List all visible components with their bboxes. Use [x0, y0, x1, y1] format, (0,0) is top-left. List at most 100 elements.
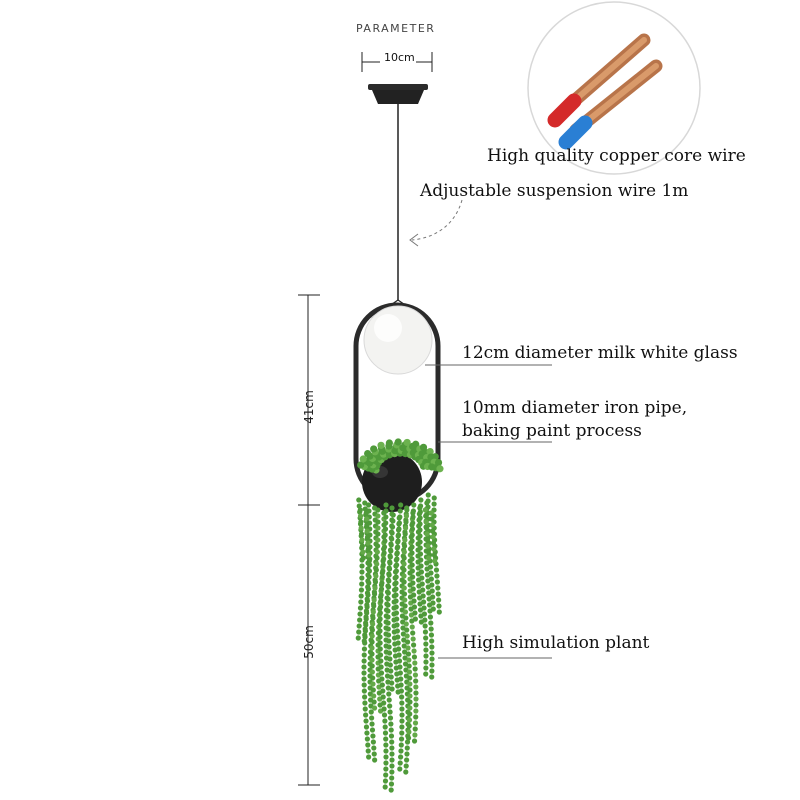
- plant-leaf: [425, 492, 431, 498]
- plant-leaf: [370, 675, 376, 681]
- plant-leaf: [429, 644, 435, 650]
- plant-leaf: [375, 543, 381, 549]
- plant-leaf: [417, 527, 423, 533]
- plant-leaf: [401, 567, 407, 573]
- plant-leaf: [371, 597, 377, 603]
- plant-leaf: [430, 600, 436, 606]
- plant-leaf: [356, 623, 362, 629]
- plant-leaf: [382, 730, 389, 736]
- plant-leaf: [385, 614, 391, 620]
- plant-leaf: [411, 654, 418, 660]
- plant-leaf: [411, 648, 417, 654]
- plant-leaf: [393, 574, 399, 580]
- plant-leaf: [413, 714, 419, 720]
- plant-leaf: [371, 751, 377, 757]
- plant-leaf: [405, 735, 412, 741]
- plant-leaf: [369, 715, 375, 721]
- hanging-plant: [355, 438, 444, 793]
- plant-leaf: [401, 579, 407, 585]
- plant-leaf: [361, 682, 367, 688]
- plant-leaf: [377, 616, 383, 622]
- plant-leaf: [369, 669, 375, 675]
- plant-leaf: [385, 439, 393, 447]
- plant-leaf: [436, 597, 442, 603]
- plant-leaf: [394, 562, 400, 568]
- plant-leaf: [397, 760, 403, 766]
- plant-leaf: [409, 532, 415, 538]
- plant-leaf: [399, 694, 405, 700]
- plant-leaf: [429, 650, 435, 656]
- plant-leaf: [365, 502, 372, 508]
- plant-leaf: [381, 706, 387, 712]
- plant-leaf: [381, 556, 387, 562]
- plant-leaf: [406, 669, 413, 675]
- plant-leaf: [410, 514, 416, 520]
- plant-leaf: [373, 573, 379, 579]
- plant-leaf: [389, 680, 395, 686]
- plant-leaf: [356, 503, 362, 509]
- plant-leaf: [409, 562, 415, 568]
- plant-leaf: [425, 543, 431, 549]
- plant-leaf: [369, 633, 375, 639]
- plant-leaf: [413, 678, 419, 684]
- plant-leaf: [362, 628, 368, 634]
- plant-leaf: [379, 574, 385, 580]
- plant-leaf: [363, 516, 370, 522]
- plant-leaf: [417, 503, 424, 509]
- plant-leaf: [403, 615, 409, 621]
- plant-leaf: [407, 711, 413, 717]
- plant-leaf: [383, 508, 389, 514]
- plant-leaf: [382, 538, 388, 544]
- plant-leaf: [377, 610, 383, 616]
- plant-leaf: [429, 668, 435, 674]
- plant-leaf: [389, 775, 395, 781]
- plant-leaf: [397, 514, 403, 520]
- plant-leaf: [359, 537, 365, 543]
- plant-leaf: [431, 501, 437, 507]
- plant-leaf: [420, 587, 426, 593]
- plant-leaf: [394, 438, 402, 446]
- plant-leaf: [397, 766, 403, 772]
- plant-leaf: [386, 572, 392, 578]
- plant-leaf: [428, 570, 434, 576]
- plant-leaf: [381, 700, 387, 706]
- plant-leaf: [428, 620, 434, 626]
- plant-leaf: [436, 465, 444, 473]
- plant-leaf: [411, 738, 418, 744]
- plant-leaf: [417, 539, 423, 545]
- plant-leaf: [377, 640, 383, 646]
- plant-leaf: [406, 717, 413, 723]
- plant-leaf: [387, 662, 393, 668]
- plant-leaf: [410, 520, 416, 526]
- plant-leaf: [385, 608, 391, 614]
- plant-leaf: [386, 578, 392, 584]
- height-dimension-marker: [298, 294, 320, 786]
- plant-leaf: [429, 674, 435, 680]
- plant-leaf: [375, 537, 381, 543]
- plant-leaf: [409, 556, 415, 562]
- plant-leaf: [426, 555, 432, 561]
- plant-leaf: [398, 682, 404, 688]
- plant-leaf: [430, 534, 436, 540]
- plant-leaf: [381, 544, 388, 550]
- plant-leaf: [427, 564, 434, 570]
- plant-leaf: [411, 604, 418, 610]
- plant-leaf: [403, 438, 411, 447]
- plant-leaf: [429, 656, 435, 662]
- plant-leaf: [383, 514, 389, 520]
- plant-leaf: [394, 550, 400, 556]
- plant-leaf: [364, 730, 370, 736]
- plant-leaf: [412, 726, 418, 732]
- plant-leaf: [418, 569, 425, 575]
- plant-leaf: [385, 602, 391, 608]
- plant-leaf: [360, 549, 366, 555]
- plant-leaf: [402, 597, 408, 603]
- plant-leaf: [386, 638, 392, 644]
- plant-leaf: [371, 745, 377, 751]
- plant-leaf: [397, 670, 403, 676]
- plant-leaf: [424, 537, 431, 543]
- plant-leaf: [417, 533, 423, 539]
- plant-leaf: [394, 556, 400, 562]
- plant-leaf: [385, 620, 391, 626]
- plant-leaf: [371, 603, 377, 609]
